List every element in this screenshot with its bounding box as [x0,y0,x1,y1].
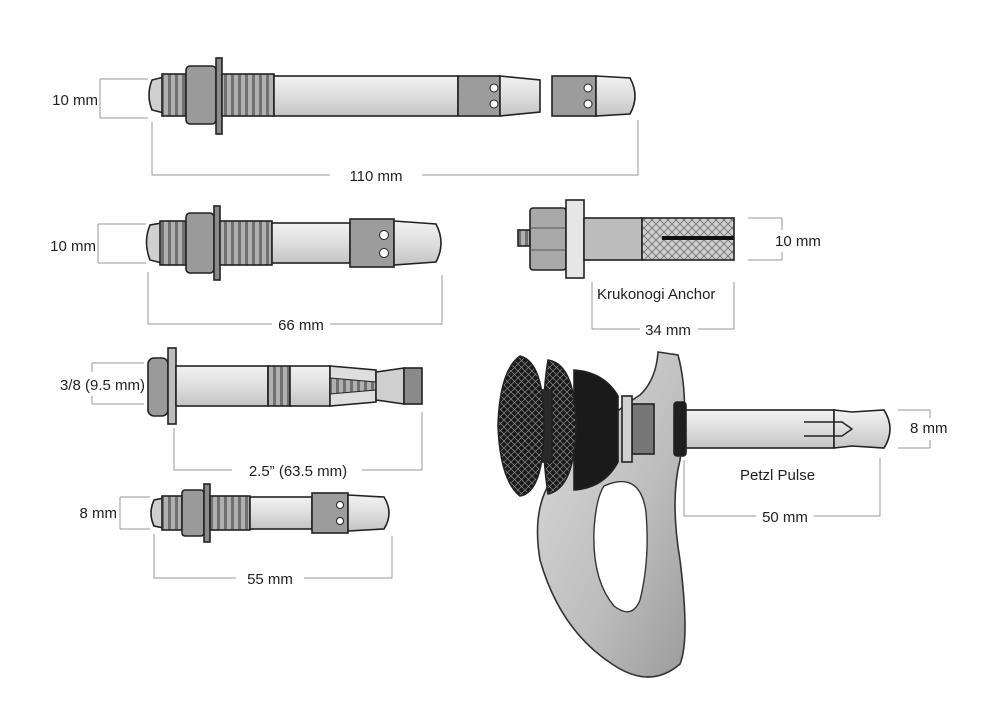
petzl-name-label: Petzl Pulse [740,467,815,484]
petzl-pulse-drawing [497,351,891,678]
bolt-3-length-label: 2.5” (63.5 mm) [249,463,347,480]
bolt-1-dimension-lines [99,78,639,176]
bolt-1-diameter-label: 10 mm [52,92,98,109]
bolt-4-length-label: 55 mm [247,571,293,588]
krukonogi-dimension-lines [591,217,783,330]
bolt-1-length-label: 110 mm [349,168,402,185]
bolt-3-diameter-label: 3/8 (9.5 mm) [60,377,145,394]
bolt-4-diameter-label: 8 mm [80,505,118,522]
bolt-2-dimension-lines [97,223,443,325]
petzl-diameter-label: 8 mm [910,420,948,437]
bolt-4-dimension-lines [119,496,393,579]
krukonogi-length-label: 34 mm [645,322,691,339]
krukonogi-anchor-drawing [517,199,735,279]
bolt-3-drawing [147,347,423,425]
bolt-2-diameter-label: 10 mm [50,238,96,255]
bolt-3-dimension-lines [91,362,423,471]
krukonogi-name-label: Krukonogi Anchor [597,286,715,303]
bolt-2-drawing [145,205,442,281]
petzl-dimension-lines [683,409,931,517]
bolt-1-drawing [148,57,636,135]
petzl-length-label: 50 mm [762,509,808,526]
krukonogi-diameter-label: 10 mm [775,233,821,250]
bolt-2-length-label: 66 mm [278,317,324,334]
bolt-4-drawing [150,483,390,543]
